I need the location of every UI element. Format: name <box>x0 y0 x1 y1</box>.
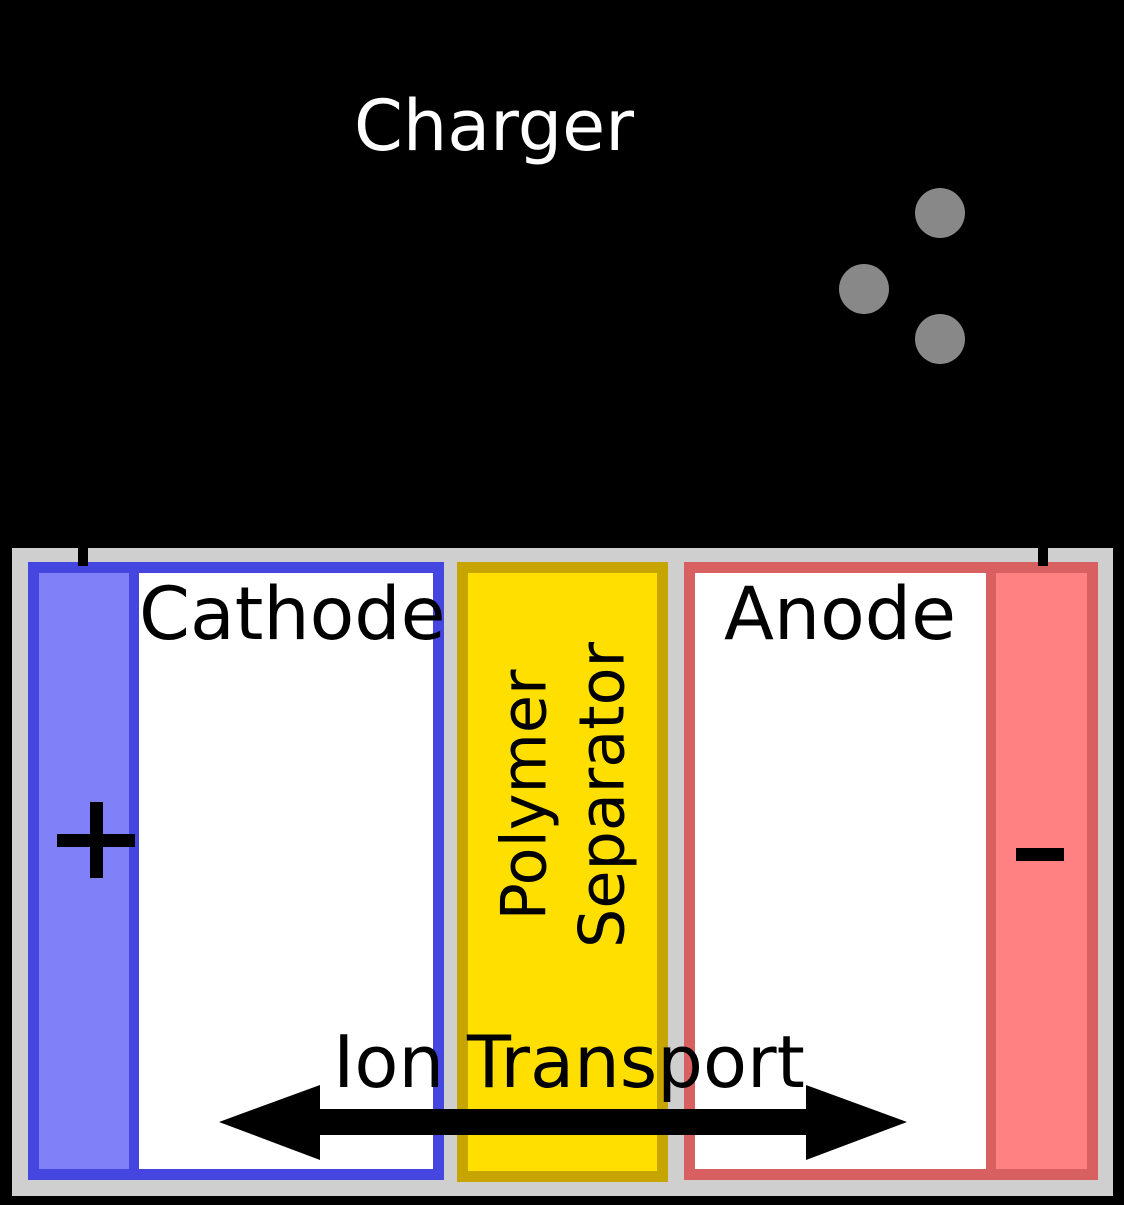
ion-transport-label: Ion Transport <box>333 1020 805 1104</box>
separator-label: Polymer Separator <box>485 642 640 948</box>
separator-label-line2: Separator <box>564 641 638 949</box>
cathode-current-collector <box>39 573 139 1169</box>
electron-dot-icon <box>839 264 889 314</box>
plus-icon-vertical-bar <box>90 802 103 878</box>
cathode-block: Cathode <box>28 562 446 1180</box>
cathode-label: Cathode <box>139 572 446 657</box>
double-headed-arrow-icon <box>219 1085 907 1160</box>
anode-label: Anode <box>723 572 957 657</box>
electron-dot-icon <box>915 188 965 238</box>
charger-label: Charger <box>354 85 634 167</box>
plus-icon <box>57 802 135 878</box>
negative-wire <box>1038 468 1048 566</box>
separator-label-line1: Polymer <box>487 669 560 921</box>
electron-dot-icon <box>915 314 965 364</box>
minus-icon <box>1016 848 1064 861</box>
anode-block: Anode <box>684 562 1098 1180</box>
anode-current-collector <box>986 573 1087 1169</box>
polymer-separator-block: Polymer Separator <box>457 562 668 1182</box>
positive-wire <box>78 468 88 566</box>
